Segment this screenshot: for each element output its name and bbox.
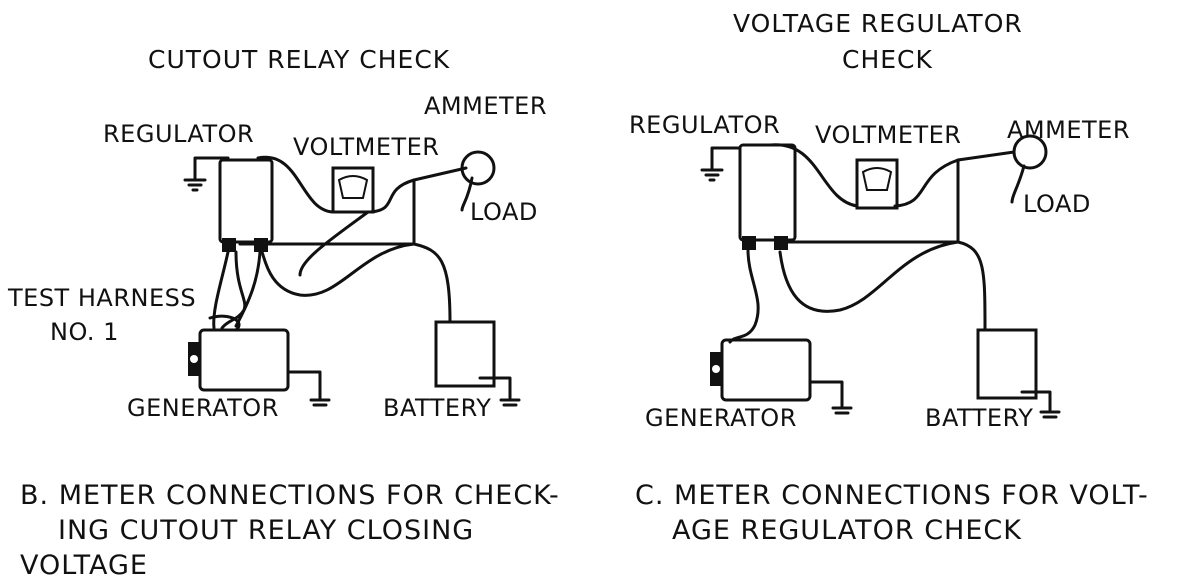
- panel-b-generator-ground-icon: [286, 370, 331, 407]
- panel-b-regulator: [218, 158, 274, 252]
- load-label: LOAD: [470, 198, 538, 226]
- panel-b-regulator-ground-icon: [183, 156, 230, 192]
- panel-b-caption-line-1: B. METER CONNECTIONS FOR CHECK-: [20, 480, 560, 511]
- panel-c-regulator-ground-icon: [700, 146, 742, 182]
- panel-c-regulator: [738, 143, 797, 250]
- panel-c-title-line-1: VOLTAGE REGULATOR: [733, 9, 1023, 38]
- panel-c-generator-ground-icon: [808, 380, 853, 415]
- regulator-label: REGULATOR: [629, 111, 781, 139]
- battery-label: BATTERY: [383, 394, 492, 422]
- panel-b-title: CUTOUT RELAY CHECK: [148, 45, 451, 74]
- panel-c-title-line-2: CHECK: [842, 45, 933, 74]
- ammeter-label: AMMETER: [424, 92, 547, 120]
- panel-b-battery-ground-icon: [478, 376, 521, 407]
- generator-label: GENERATOR: [127, 394, 279, 422]
- voltmeter-label: VOLTMETER: [815, 121, 962, 149]
- panel-c-wiring: [728, 143, 1026, 344]
- load-label: LOAD: [1023, 190, 1091, 218]
- panel-b-wiring: [208, 155, 474, 332]
- panel-b-battery: [434, 320, 496, 388]
- panel-c-generator: [710, 338, 812, 402]
- panel-c-battery: [976, 328, 1038, 400]
- panel-c-battery-ground-icon: [1020, 390, 1061, 419]
- panel-b-caption-line-2: ING CUTOUT RELAY CLOSING: [58, 515, 475, 546]
- test-harness-number-label: NO. 1: [50, 318, 119, 346]
- panel-c-voltmeter: [855, 158, 899, 210]
- panel-b-caption-line-3: VOLTAGE: [20, 550, 148, 581]
- panel-b-voltmeter: [331, 166, 375, 214]
- panel-c-caption-line-2: AGE REGULATOR CHECK: [672, 515, 1022, 546]
- generator-label: GENERATOR: [645, 404, 797, 432]
- panel-b-generator: [188, 328, 290, 392]
- panel-c-caption-line-1: C. METER CONNECTIONS FOR VOLT-: [635, 480, 1149, 511]
- panel-c-ammeter: [1012, 134, 1048, 170]
- voltmeter-label: VOLTMETER: [293, 133, 440, 161]
- regulator-label: REGULATOR: [103, 120, 255, 148]
- battery-label: BATTERY: [925, 404, 1034, 432]
- test-harness-label: TEST HARNESS: [8, 284, 197, 312]
